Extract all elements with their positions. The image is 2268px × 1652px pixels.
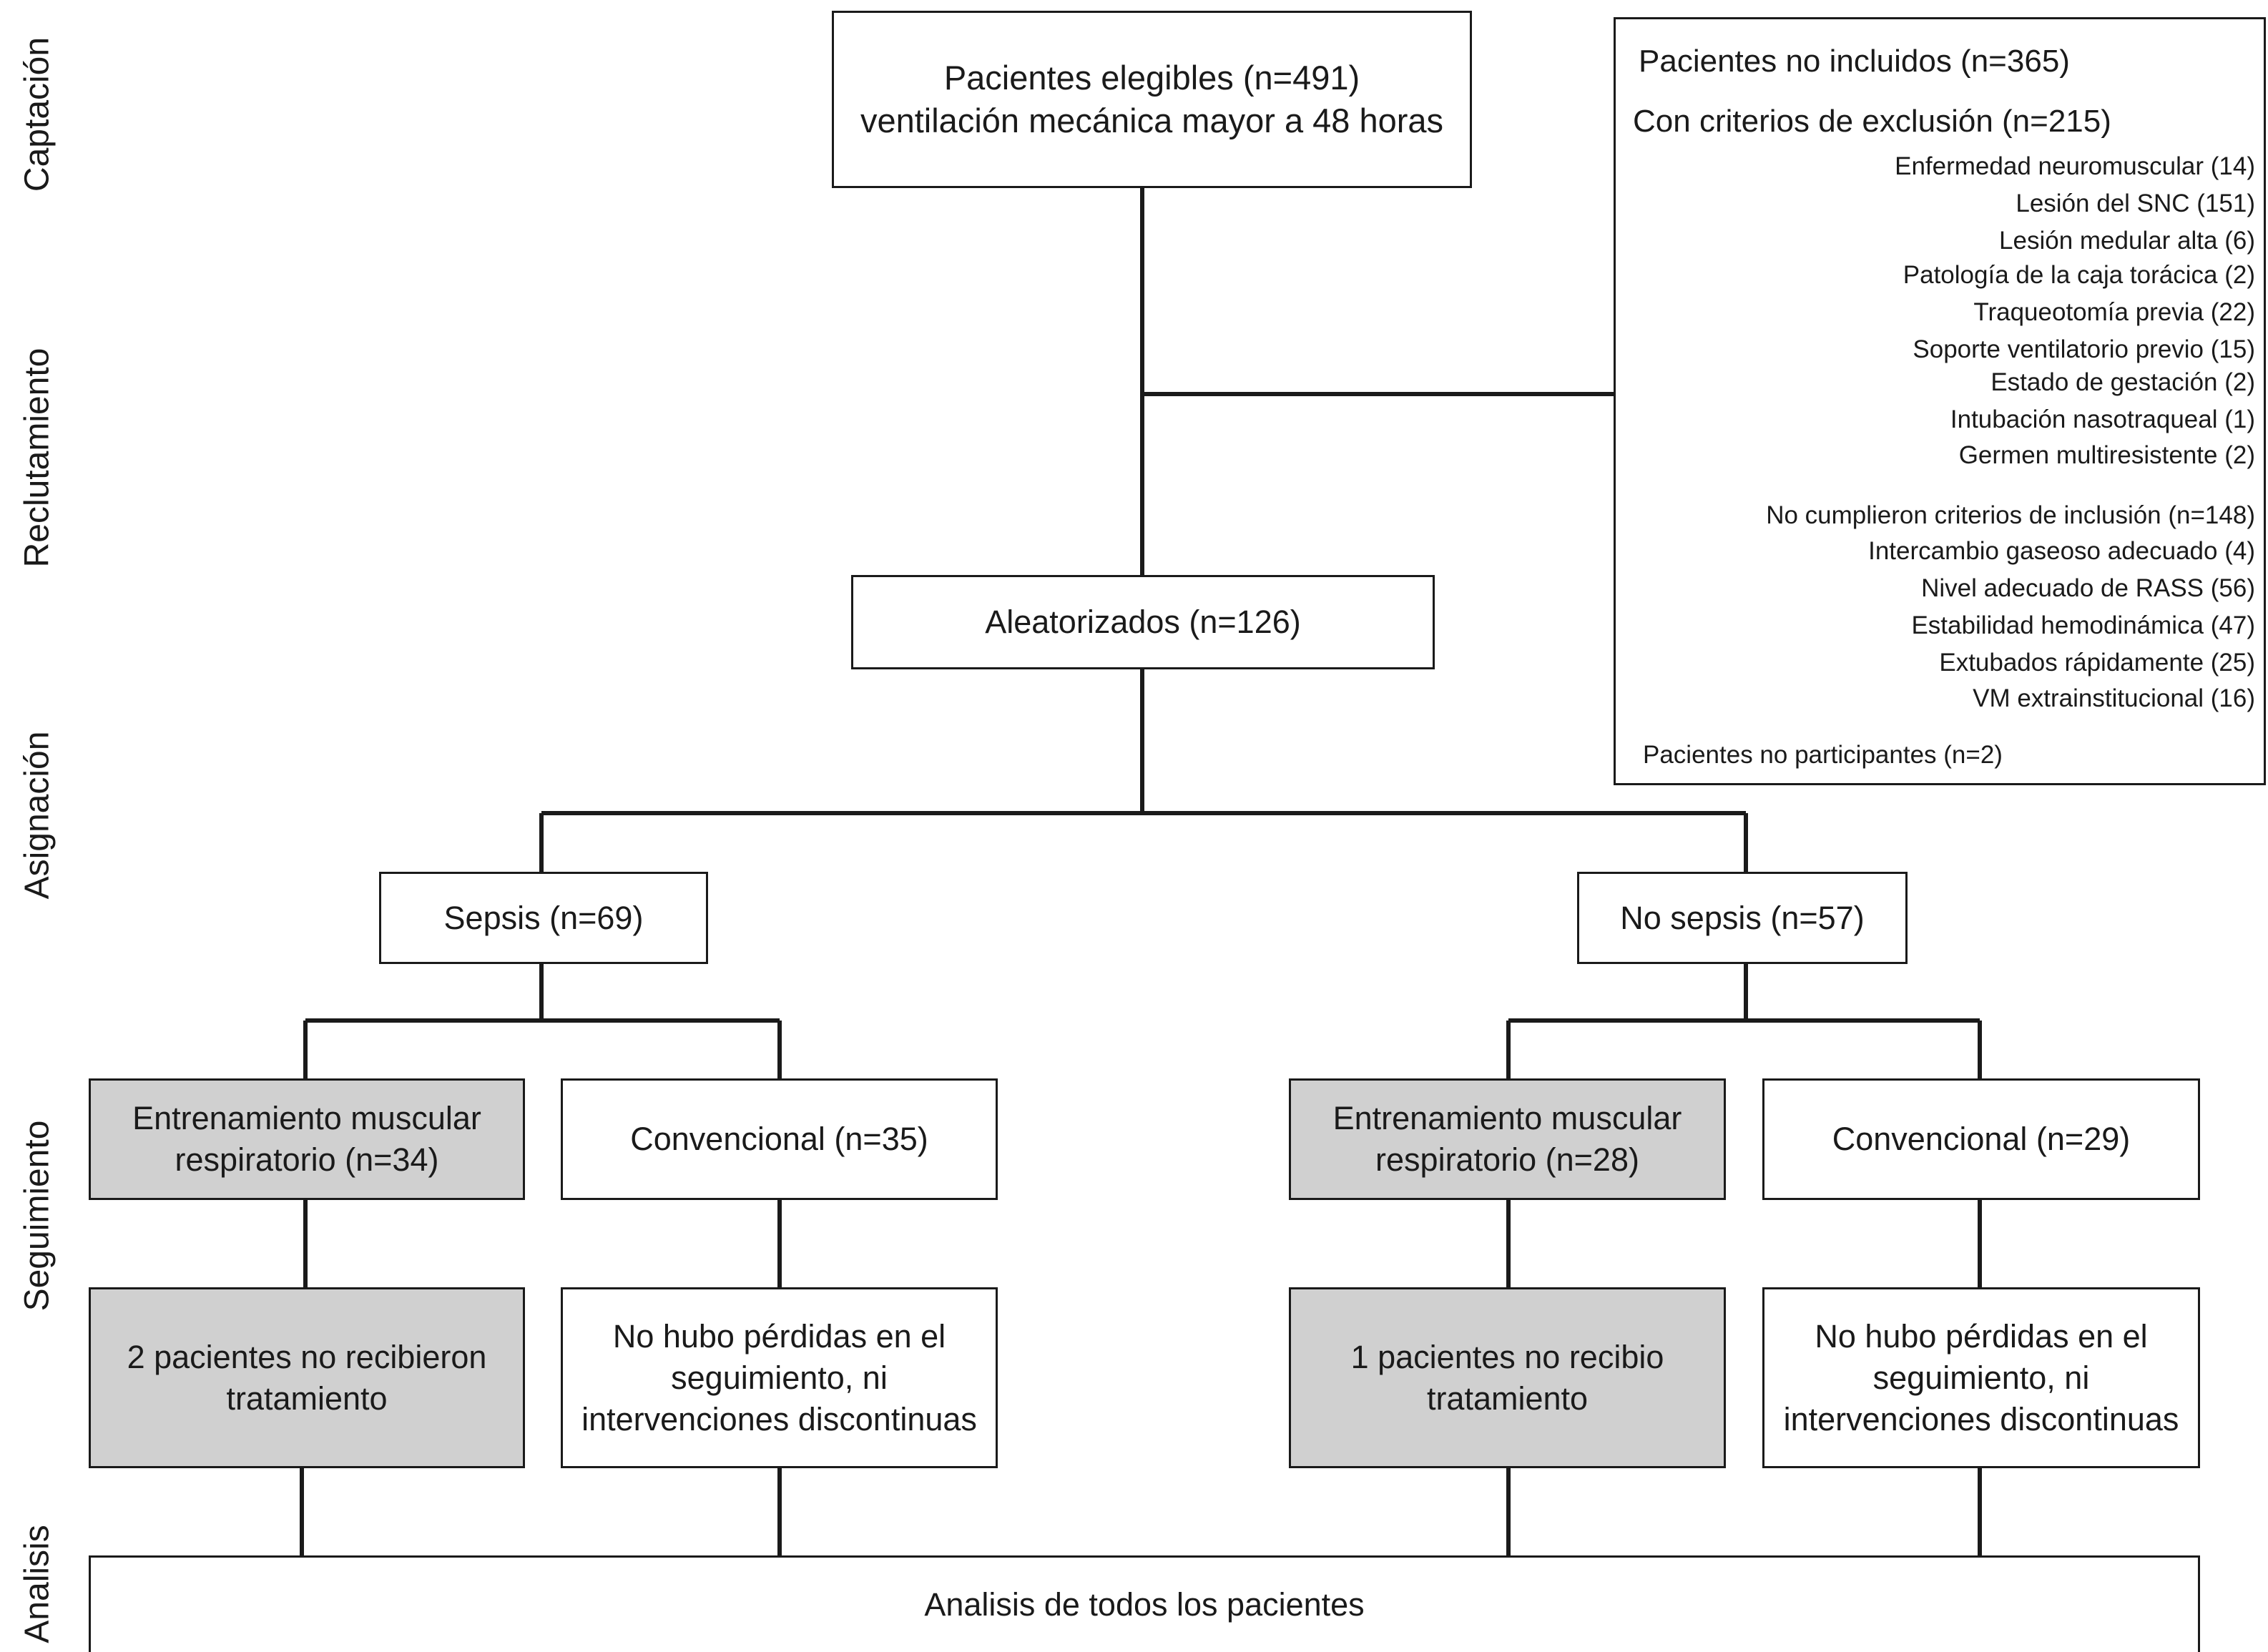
exclusion-item: Intubación nasotraqueal (1) [1950, 405, 2255, 433]
eligible-line-2: ventilación mecánica mayor a 48 horas [860, 102, 1444, 139]
sepsis-conventional-followup-box: No hubo pérdidas en el seguimiento, ni i… [561, 1287, 998, 1468]
exclusion-item: Lesión del SNC (151) [2016, 190, 2255, 217]
sepsis-training-followup-line-2: tratamiento [226, 1380, 388, 1417]
nosepsis-training-followup-box: 1 pacientes no recibio tratamiento [1289, 1287, 1726, 1468]
stage-label-reclutamiento: Reclutamiento [18, 348, 57, 568]
inclusion-item: VM extrainstitucional (16) [1973, 684, 2255, 712]
exclusion-item: Enfermedad neuromuscular (14) [1895, 152, 2255, 180]
excluded-title: Pacientes no incluidos (n=365) [1639, 44, 2070, 79]
exclusion-item: Patología de la caja torácica (2) [1903, 261, 2255, 289]
stage-label-captacion: Captación [18, 36, 57, 192]
exclusion-item: Traqueotomía previa (22) [1973, 298, 2255, 326]
sepsis-training-line-1: Entrenamiento muscular [132, 1100, 481, 1136]
stage-label-analisis: Analisis [18, 1525, 57, 1643]
inclusion-item: Extubados rápidamente (25) [1939, 649, 2255, 677]
nosepsis-training-line-2: respiratorio (n=28) [1375, 1141, 1639, 1178]
non-participants: Pacientes no participantes (n=2) [1643, 741, 2003, 769]
inclusion-header: No cumplieron criterios de inclusión (n=… [1766, 501, 2255, 529]
analysis-label: Analisis de todos los pacientes [924, 1586, 1365, 1623]
sepsis-training-line-2: respiratorio (n=34) [175, 1141, 439, 1178]
exclusion-header: Con criterios de exclusión (n=215) [1633, 104, 2111, 139]
nosepsis-training-line-1: Entrenamiento muscular [1332, 1100, 1682, 1136]
sepsis-training-box: Entrenamiento muscular respiratorio (n=3… [89, 1078, 525, 1200]
sepsis-training-followup-box: 2 pacientes no recibieron tratamiento [89, 1287, 525, 1468]
sepsis-conventional-label: Convencional (n=35) [630, 1121, 928, 1157]
nosepsis-training-box: Entrenamiento muscular respiratorio (n=2… [1289, 1078, 1726, 1200]
nosepsis-conventional-followup-line-3: intervenciones discontinuas [1783, 1400, 2179, 1437]
sepsis-box: Sepsis (n=69) [379, 872, 708, 964]
nosepsis-conventional-followup-line-1: No hubo pérdidas en el [1815, 1317, 2148, 1354]
eligible-line-1: Pacientes elegibles (n=491) [943, 59, 1360, 97]
randomized-label: Aleatorizados (n=126) [985, 604, 1301, 640]
nosepsis-training-followup-line-1: 1 pacientes no recibio [1350, 1338, 1664, 1375]
inclusion-item: Estabilidad hemodinámica (47) [1911, 611, 2255, 639]
nosepsis-conventional-label: Convencional (n=29) [1832, 1121, 2131, 1157]
analysis-box: Analisis de todos los pacientes [89, 1555, 2200, 1652]
exclusion-item: Soporte ventilatorio previo (15) [1913, 335, 2255, 363]
exclusion-item: Germen multiresistente (2) [1958, 441, 2255, 469]
stage-label-seguimiento: Seguimiento [18, 1120, 57, 1312]
sepsis-training-followup-line-1: 2 pacientes no recibieron [127, 1338, 487, 1375]
sepsis-conventional-followup-line-2: seguimiento, ni [671, 1359, 888, 1396]
no-sepsis-box: No sepsis (n=57) [1577, 872, 1908, 964]
randomized-box: Aleatorizados (n=126) [851, 575, 1435, 669]
nosepsis-conventional-followup-box: No hubo pérdidas en el seguimiento, ni i… [1762, 1287, 2200, 1468]
eligible-patients-box: Pacientes elegibles (n=491) ventilación … [832, 11, 1472, 188]
nosepsis-conventional-followup-line-2: seguimiento, ni [1872, 1359, 2090, 1396]
excluded-patients-box: Pacientes no incluidos (n=365) Con crite… [1614, 17, 2266, 785]
inclusion-item: Intercambio gaseoso adecuado (4) [1868, 537, 2255, 565]
nosepsis-training-followup-line-2: tratamiento [1426, 1380, 1589, 1417]
inclusion-item: Nivel adecuado de RASS (56) [1921, 574, 2255, 602]
sepsis-conventional-box: Convencional (n=35) [561, 1078, 998, 1200]
sepsis-conventional-followup-line-3: intervenciones discontinuas [581, 1400, 977, 1437]
no-sepsis-label: No sepsis (n=57) [1620, 899, 1865, 936]
nosepsis-conventional-box: Convencional (n=29) [1762, 1078, 2200, 1200]
sepsis-label: Sepsis (n=69) [443, 899, 644, 936]
exclusion-item: Lesión medular alta (6) [1999, 227, 2255, 255]
stage-label-asignacion: Asignación [18, 731, 57, 900]
sepsis-conventional-followup-line-1: No hubo pérdidas en el [612, 1317, 946, 1354]
exclusion-item: Estado de gestación (2) [1990, 368, 2255, 396]
